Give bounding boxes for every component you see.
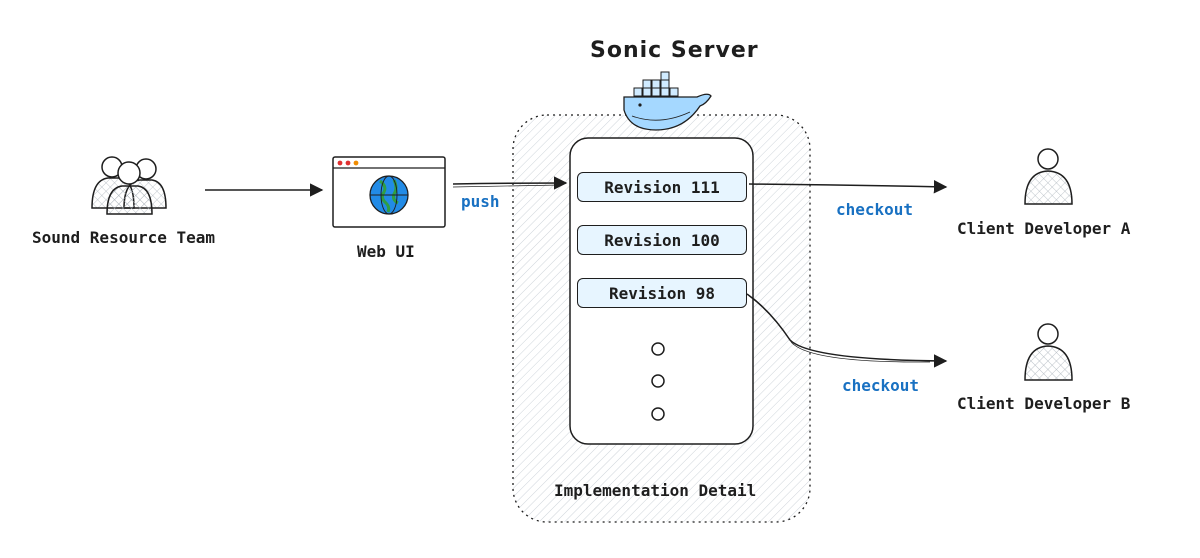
person-icon-client-a: [1024, 148, 1073, 205]
client-b-label: Client Developer B: [957, 394, 1131, 413]
revision-box: Revision 100: [577, 225, 747, 255]
arrow-checkout-a: [748, 179, 948, 194]
arrow-checkout-b: [746, 293, 948, 368]
revision-box: Revision 98: [577, 278, 747, 308]
client-a-label: Client Developer A: [957, 219, 1131, 238]
globe-icon: [369, 175, 409, 215]
group-icon: [91, 156, 167, 215]
more-revisions-dots: [651, 342, 665, 421]
arrow-push: [452, 176, 568, 190]
revision-box: Revision 111: [577, 172, 747, 202]
push-label: push: [461, 192, 500, 211]
checkout-a-label: checkout: [836, 200, 914, 219]
container-label: Implementation Detail: [554, 481, 757, 500]
web-ui-label: Web UI: [357, 242, 415, 261]
person-icon-client-b: [1024, 323, 1073, 381]
checkout-b-label: checkout: [842, 376, 920, 395]
team-label: Sound Resource Team: [32, 228, 216, 247]
diagram-title: Sonic Server: [590, 38, 759, 63]
docker-whale-icon: [623, 71, 712, 131]
